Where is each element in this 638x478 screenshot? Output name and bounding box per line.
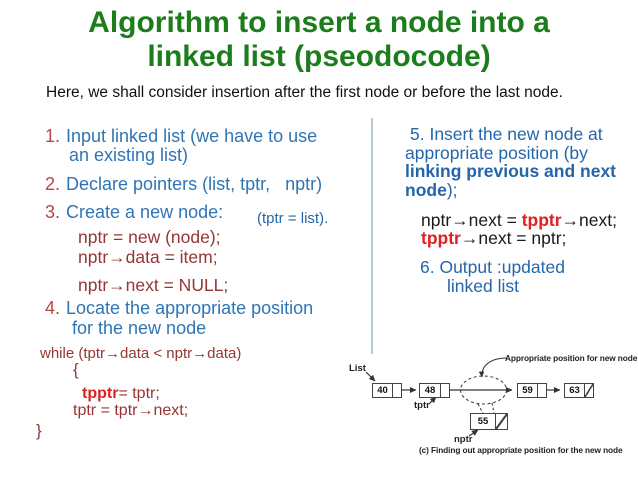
assign-tpptr-rest: = tptr; [118,385,160,402]
item-2-text: Declare pointers (list, tptr, nptr) [66,174,323,194]
node-63: 63 [564,383,594,398]
column-divider [371,118,373,354]
node-59-value: 59 [522,385,533,396]
list-item-3: 3.Create a new node: [45,202,223,223]
open-brace: { [73,360,79,379]
list-pointer-arrow [365,371,376,382]
linked-list-diagram: List tptr nptr Appropriate position for … [340,350,638,478]
list-item-1-line2: an existing list) [69,145,189,165]
list-item-6-line2: linked list [447,276,519,296]
node-40-value: 40 [377,385,388,396]
node-63-null-pointer [584,384,593,397]
item-4-text: Locate the appropriate position [66,298,314,318]
list-label: List [349,363,366,374]
dashed-connector-right [491,402,495,414]
node-59: 59 [517,383,547,398]
nptr-pointer-arrow [468,429,479,437]
code1-pre: nptr→next = [421,210,522,230]
item-4-number: 4. [45,298,61,318]
diagram-caption: (c) Finding out appropriate position for… [419,445,623,455]
while-condition-line: while (tptr→data < nptr→data) [40,345,242,362]
list-item-2: 2.Declare pointers (list, tptr, nptr) [45,174,322,195]
node-48: 48 [419,383,450,398]
close-brace: } [36,421,42,440]
item-1-text: Input linked list (we have to use [66,126,318,146]
list-item-5: 5. Insert the new node at appropriate po… [405,125,629,199]
code-line-data-item: nptr→data = item; [78,247,218,267]
item-2-number: 2. [45,174,61,194]
code-nptr-next-line: nptr→next = tpptr→next; [421,210,617,230]
item-3-number: 3. [45,202,61,222]
node-63-value: 63 [569,385,580,396]
code-tpptr-next-line: tpptr→next = nptr; [421,227,617,248]
node-55-value: 55 [477,416,489,427]
slide-title-line2: linked list (pseodocode) [147,40,491,73]
diagram-arrows [365,357,561,437]
item-5-bold-text: linking previous and next node [405,161,617,200]
code2-post: →next = nptr; [460,227,567,248]
node-55-null-pointer [495,414,507,429]
list-item-4-line1: 4.Locate the appropriate position [45,298,313,319]
tptr-pointer-arrow [428,396,437,405]
item-5-suffix: ); [446,179,458,200]
item-1-number: 1. [45,126,61,146]
annotation-text: Appropriate position for new node [505,353,638,363]
code2-tpptr-highlight: tpptr [421,227,461,248]
list-item-6-line1: 6. Output :updated [420,257,565,277]
item-3-text: Create a new node: [66,202,224,222]
node-59-pointer-cell [537,384,546,397]
code-line-new-node: nptr = new (node); [78,227,221,247]
code-line-next-null: nptr→next = NULL; [78,275,229,295]
node-48-value: 48 [424,385,436,396]
node-48-pointer-cell [440,384,449,397]
assign-tpptr-line: tpptr= tptr; [82,385,160,403]
assign-tptr-next-line: tptr = tptr→next; [73,402,189,419]
right-code-block: nptr→next = tpptr→next;tpptr→next = nptr… [421,210,617,248]
node-40-pointer-cell [392,384,401,397]
list-item-4-line2: for the new node [72,318,207,338]
nptr-label: nptr [454,434,473,445]
tpptr-highlight: tpptr [82,385,119,402]
tptr-label: tptr [414,400,430,411]
dashed-connector-left [477,403,484,414]
list-item-1-line1: 1.Input linked list (we have to use [45,126,317,147]
node-40: 40 [372,383,402,398]
subtitle: Here, we shall consider insertion after … [46,84,563,101]
annotation-arrow [478,357,508,378]
code1-post: →next; [561,210,617,230]
node-55-new: 55 [470,413,508,430]
item-3-note: (tptr = list). [257,210,329,227]
slide-title-line1: Algorithm to insert a node into a [88,6,550,39]
code1-tpptr-highlight: tpptr [521,210,562,230]
item-5-text: 5. Insert the new node at appropriate po… [405,124,603,163]
